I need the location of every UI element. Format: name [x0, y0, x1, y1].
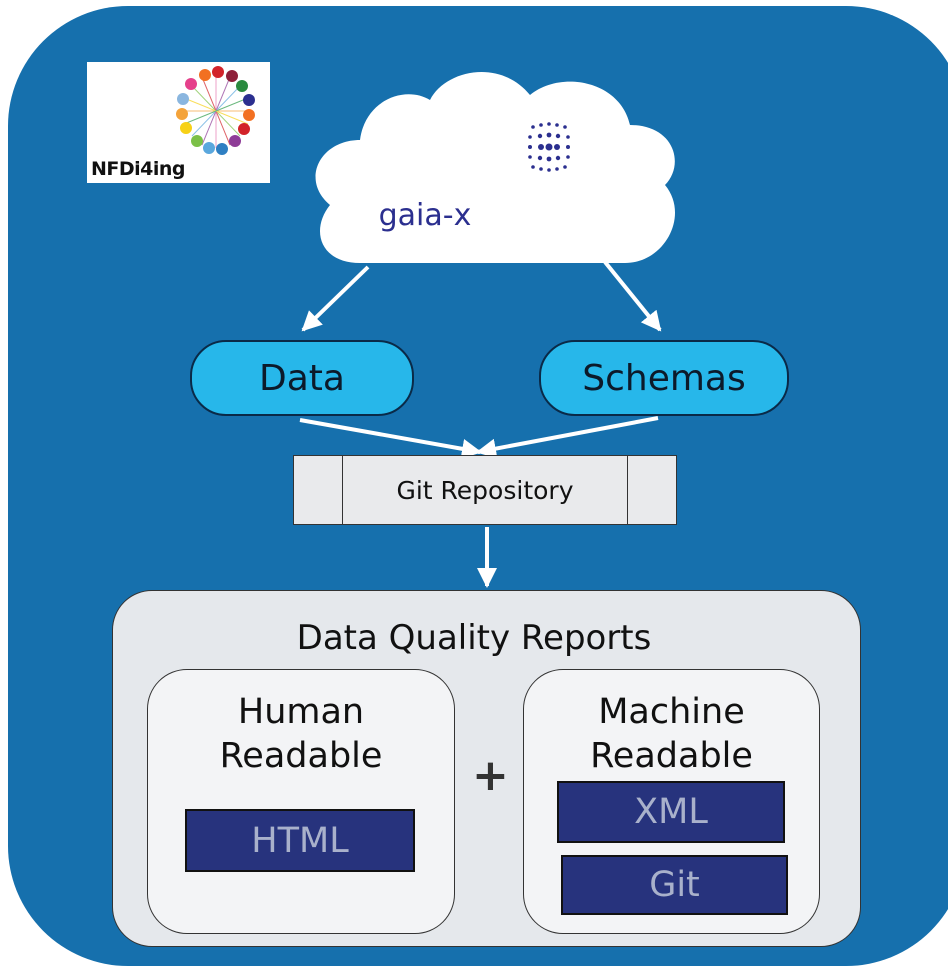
human-label-line2: Readable: [219, 736, 383, 776]
gaia-x-dots-icon: [528, 122, 570, 172]
nfdi4ing-ring-icon: [176, 66, 255, 155]
human-readable-label: Human Readable: [147, 690, 455, 778]
git-format-badge: Git: [561, 855, 788, 915]
machine-label-line1: Machine: [598, 692, 745, 732]
nfdi4ing-text: NFDi4ing: [91, 158, 186, 180]
arrow-cloud-to-data: [301, 265, 370, 332]
git-repository-node: Git Repository: [293, 455, 677, 525]
nfdi4ing-logo: NFDi4ing: [87, 62, 270, 183]
arrow-data-to-git: [299, 418, 482, 459]
git-repository-divider-right: [627, 456, 628, 524]
data-quality-reports-title: Data Quality Reports: [296, 618, 652, 658]
machine-label-line2: Readable: [590, 736, 753, 776]
gaia-x-label: gaia-x: [379, 198, 472, 233]
cloud-shape: [315, 71, 676, 263]
human-readable-box: [147, 669, 455, 934]
machine-readable-label: Machine Readable: [523, 690, 820, 778]
html-format-badge: HTML: [185, 809, 415, 872]
schemas-node: Schemas: [539, 340, 789, 416]
git-repository-divider-left: [342, 456, 343, 524]
xml-format-badge: XML: [557, 781, 785, 843]
git-repository-label: Git Repository: [396, 475, 574, 505]
data-node: Data: [190, 340, 414, 416]
arrow-cloud-to-schemas: [603, 260, 662, 332]
arrow-schemas-to-git: [476, 416, 659, 459]
plus-icon: +: [472, 750, 509, 801]
human-label-line1: Human: [237, 692, 365, 732]
